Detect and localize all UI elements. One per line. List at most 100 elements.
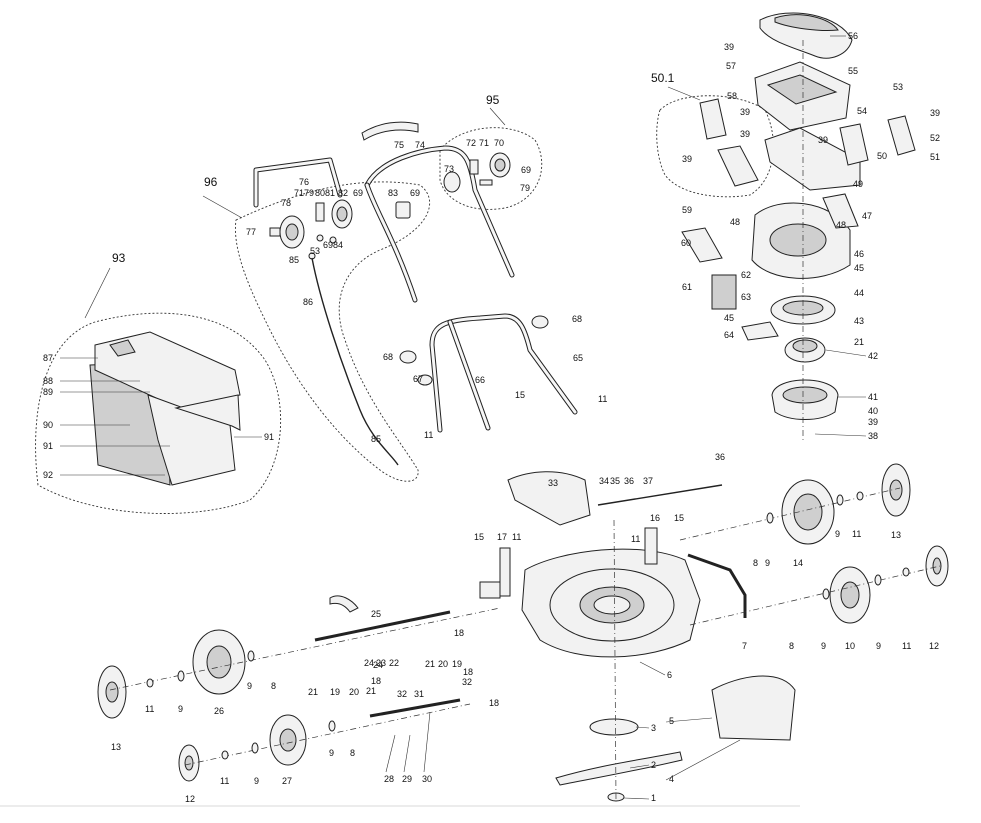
part-label-9: 9 [329, 748, 334, 758]
side-discharge-cover [711, 675, 796, 741]
part-label-15: 15 [674, 513, 684, 523]
fan [589, 718, 639, 736]
wheel-front-right-small [829, 566, 871, 624]
part-label-91: 91 [43, 441, 53, 451]
part-label-37: 37 [643, 476, 653, 486]
part-label-28: 28 [384, 774, 394, 784]
part-label-46: 46 [854, 249, 864, 259]
drive-bail [253, 157, 343, 208]
part-label-11: 11 [424, 430, 433, 440]
part-label-8: 8 [753, 558, 758, 568]
part-label-39: 39 [868, 417, 878, 427]
part-label-66: 66 [475, 375, 485, 385]
part-label-5: 5 [669, 716, 674, 726]
part-label-68: 68 [383, 352, 393, 362]
part-label-17: 17 [497, 532, 507, 542]
part-label-65: 65 [573, 353, 583, 363]
part-label-56: 56 [848, 31, 858, 41]
part-label-11: 11 [220, 776, 229, 786]
part-label-51: 51 [930, 152, 940, 162]
part-label-6: 6 [667, 670, 672, 680]
motor-housing [681, 193, 859, 279]
hubcap-12-left [178, 744, 200, 782]
part-label-20: 20 [349, 687, 359, 697]
part-label-75: 75 [394, 140, 404, 150]
part-label-85: 85 [289, 255, 299, 265]
part-label-11: 11 [631, 534, 640, 544]
part-label-50: 50 [877, 151, 887, 161]
lower-handle [429, 313, 578, 433]
part-label-19: 19 [330, 687, 340, 697]
part-label-39: 39 [740, 129, 750, 139]
part-label-77: 77 [246, 227, 256, 237]
part-label-14: 14 [793, 558, 803, 568]
part-label-86: 86 [303, 297, 313, 307]
group-95-outline [439, 127, 543, 210]
part-label-76: 76 [299, 177, 309, 187]
part-label-53: 53 [310, 246, 320, 256]
axis-front-lower [689, 565, 941, 626]
part-label-1: 1 [651, 793, 656, 803]
group-50-1-leader [667, 86, 701, 101]
part-label-40: 40 [868, 406, 878, 416]
part-label-48: 48 [730, 217, 740, 227]
part-label-29: 29 [402, 774, 412, 784]
part-label-69: 69 [410, 188, 420, 198]
part-label-12: 12 [929, 641, 939, 651]
cutting-blade [555, 751, 683, 786]
part-label-57: 57 [726, 61, 736, 71]
part-label-19: 19 [452, 659, 462, 669]
part-label-2: 2 [651, 760, 656, 770]
part-label-18: 18 [454, 628, 464, 638]
part-label-15: 15 [515, 390, 525, 400]
part-label-87: 87 [43, 353, 53, 363]
part-label-38: 38 [868, 431, 878, 441]
part-label-72: 72 [466, 138, 476, 148]
part-label-85: 85 [371, 434, 381, 444]
bowden-cable [311, 257, 399, 466]
battery-packs [699, 98, 916, 187]
pcb-board [711, 274, 737, 310]
part-label-36: 36 [715, 452, 725, 462]
part-label-89: 89 [43, 387, 53, 397]
part-label-15: 15 [474, 532, 484, 542]
part-label-71: 71 [479, 138, 489, 148]
part-label-79: 79 [304, 188, 314, 198]
part-label-55: 55 [848, 66, 858, 76]
rear-flap [507, 471, 591, 526]
part-label-39: 39 [818, 135, 828, 145]
part-label-82: 82 [338, 188, 348, 198]
battery-cover [759, 12, 853, 59]
axis-rear-upper [109, 607, 501, 691]
part-label-22: 22 [389, 658, 399, 668]
part-label-81: 81 [325, 188, 335, 198]
group-label-50-1: 50.1 [651, 71, 675, 85]
part-label-9: 9 [876, 641, 881, 651]
part-label-68: 68 [572, 314, 582, 324]
part-label-30: 30 [422, 774, 432, 784]
part-label-36: 36 [624, 476, 634, 486]
group-label-93: 93 [112, 251, 126, 265]
part-label-32: 32 [462, 677, 472, 687]
part-label-18: 18 [489, 698, 499, 708]
part-label-43: 43 [854, 316, 864, 326]
part-label-20: 20 [438, 659, 448, 669]
part-label-9: 9 [765, 558, 770, 568]
part-label-62: 62 [741, 270, 751, 280]
part-label-9: 9 [254, 776, 259, 786]
motor [784, 337, 826, 363]
group-label-95: 95 [486, 93, 500, 107]
part-label-7: 7 [742, 641, 747, 651]
battery-compartment [754, 61, 851, 131]
part-label-11: 11 [852, 529, 861, 539]
axle-rod [597, 484, 723, 506]
part-label-21: 21 [854, 337, 864, 347]
part-label-60: 60 [681, 238, 691, 248]
motor-base [771, 379, 839, 420]
wheel-rear-left-small [269, 714, 307, 766]
part-label-53: 53 [893, 82, 903, 92]
part-label-35: 35 [610, 476, 620, 486]
part-label-3: 3 [651, 723, 656, 733]
part-label-11: 11 [512, 532, 521, 542]
